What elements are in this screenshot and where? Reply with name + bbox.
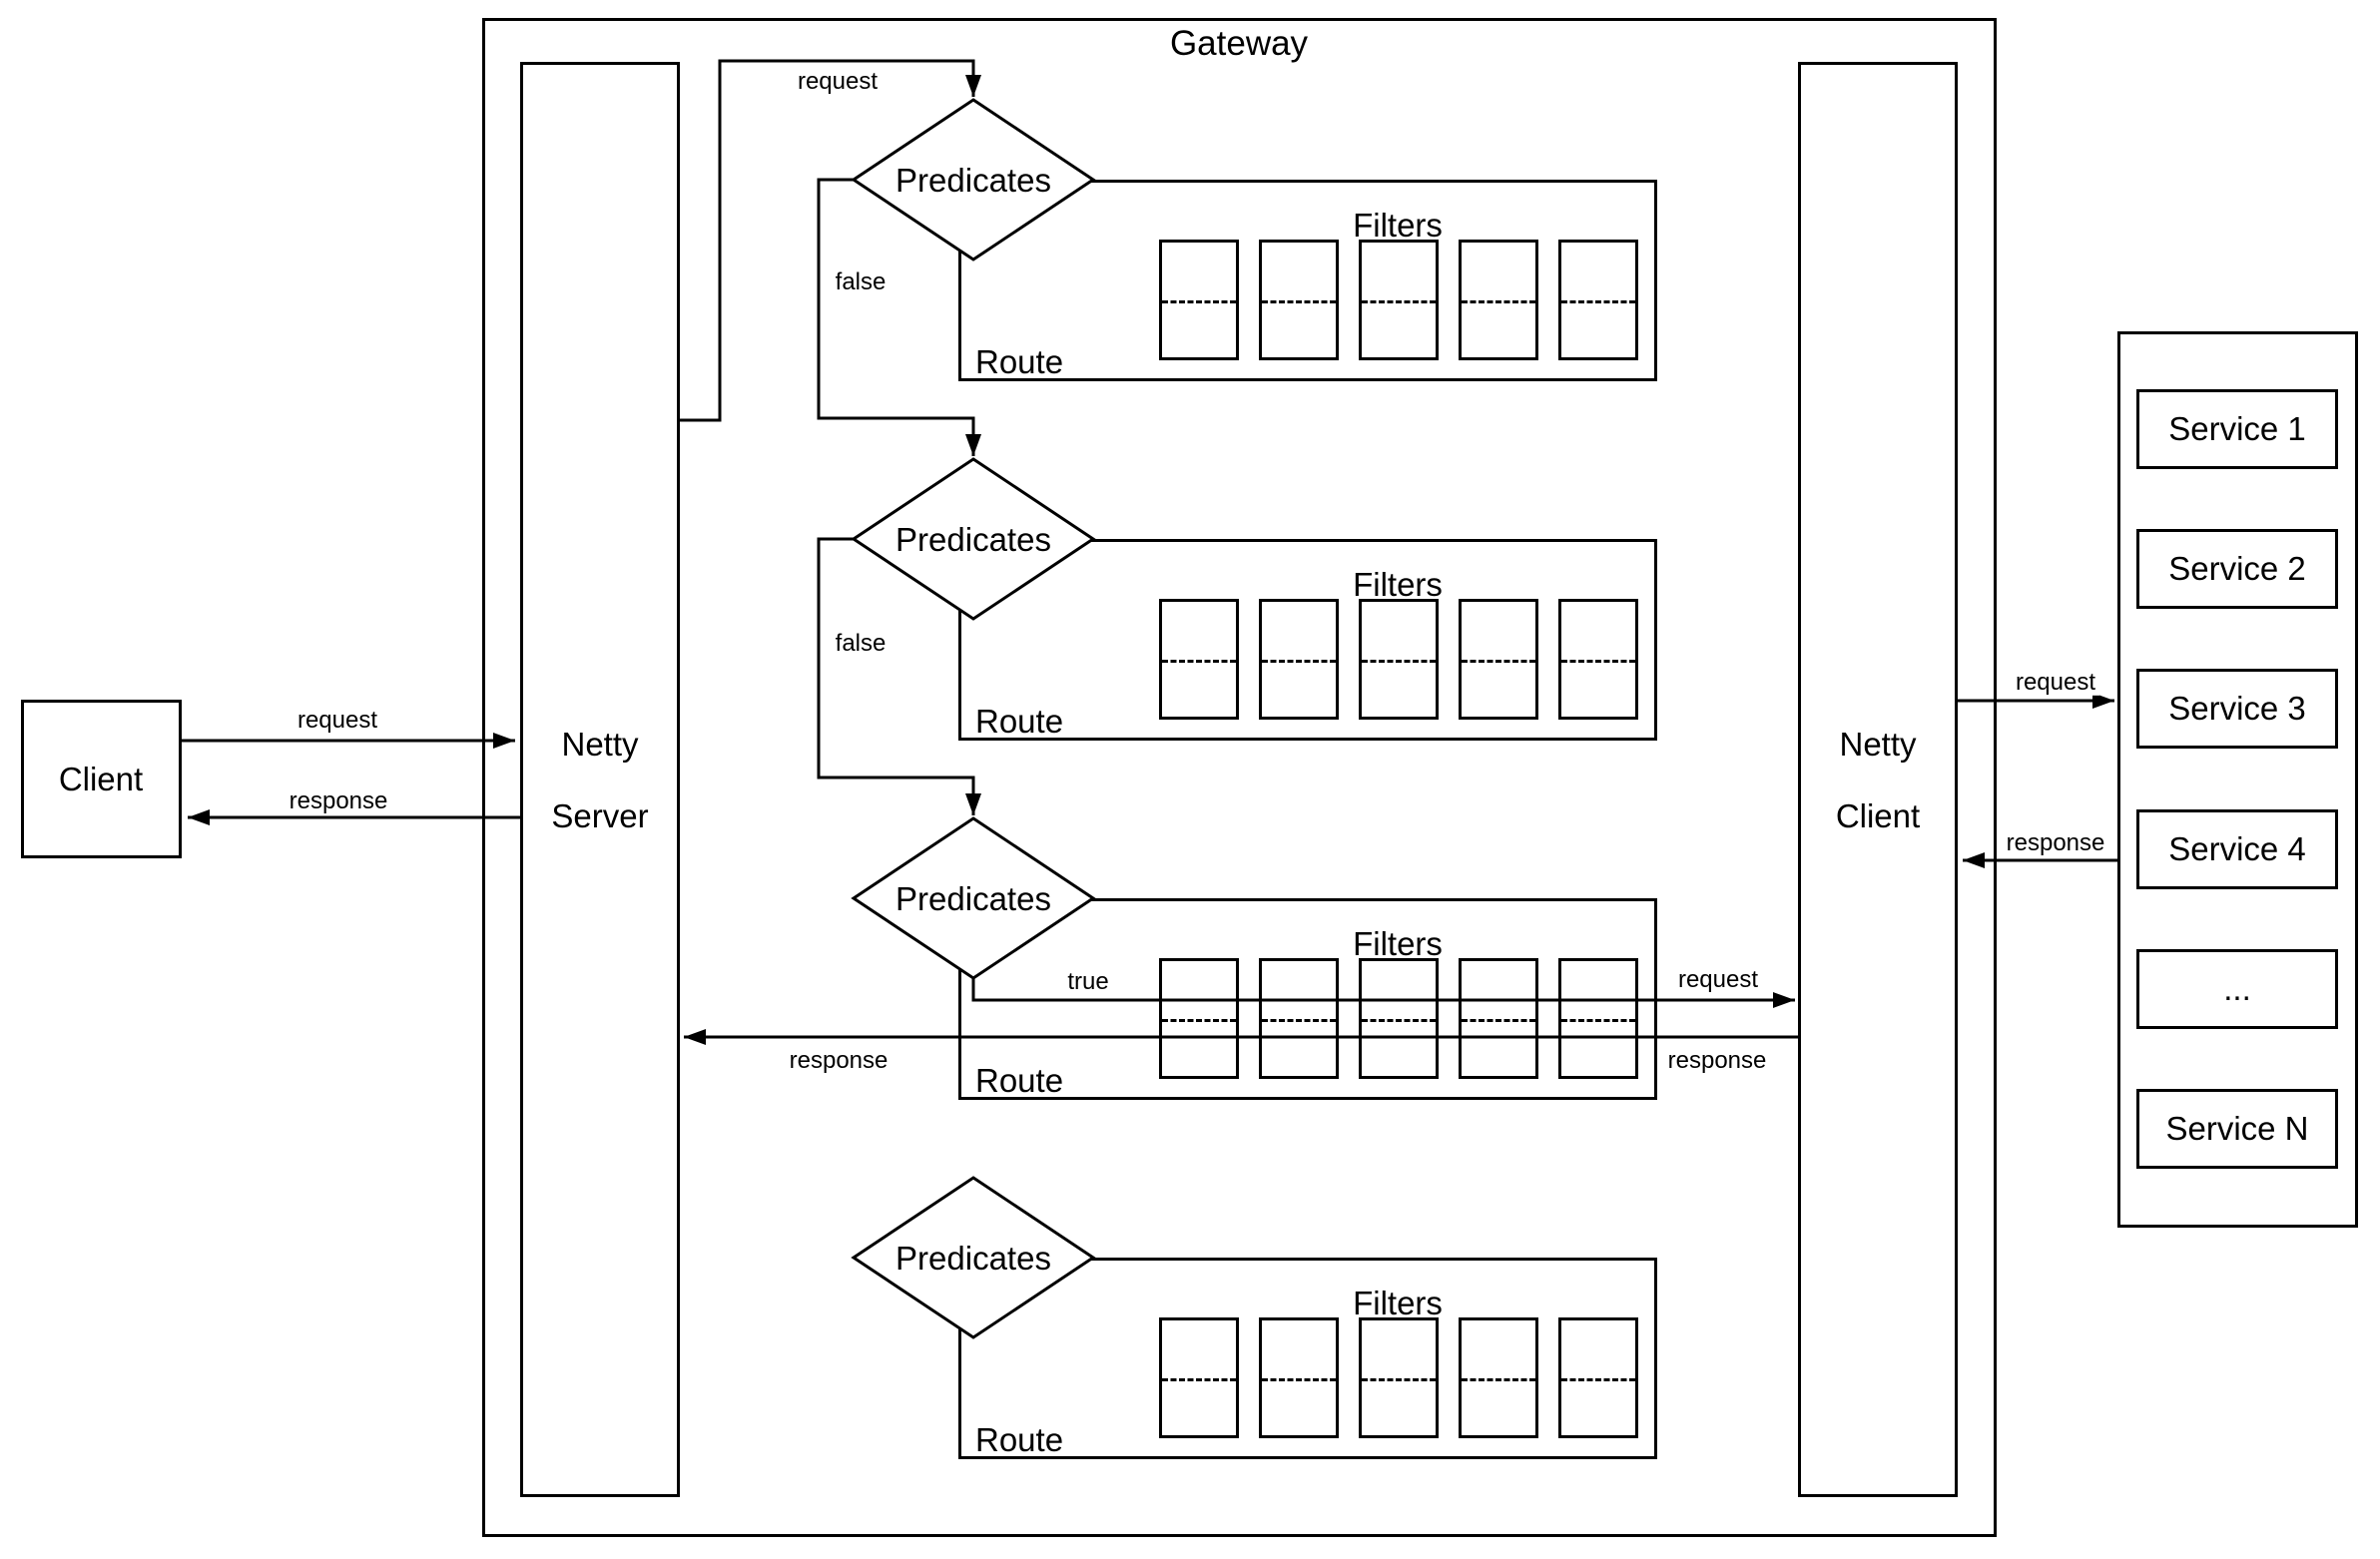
filter-box bbox=[1558, 1317, 1638, 1438]
filter-divider bbox=[1362, 1018, 1436, 1022]
filter-box bbox=[1259, 240, 1339, 360]
netty-client-label-line1: Netty bbox=[1835, 726, 1921, 764]
client-response-label: response bbox=[285, 787, 392, 815]
filters-label: Filters bbox=[1353, 565, 1443, 603]
filter-box bbox=[1558, 240, 1638, 360]
filter-divider bbox=[1162, 1377, 1236, 1381]
filter-divider bbox=[1462, 1377, 1535, 1381]
filter-divider bbox=[1561, 299, 1635, 303]
predicates-label: Predicates bbox=[895, 879, 1051, 917]
filter-divider bbox=[1262, 1018, 1336, 1022]
filter-box bbox=[1159, 599, 1239, 720]
filter-divider bbox=[1162, 1018, 1236, 1022]
filter-divider bbox=[1262, 299, 1336, 303]
service-label: Service 2 bbox=[2164, 550, 2310, 588]
filter-box bbox=[1259, 1317, 1339, 1438]
filter-box bbox=[1359, 599, 1439, 720]
filter-box bbox=[1558, 958, 1638, 1079]
false-label-1: false bbox=[831, 268, 891, 296]
filter-divider bbox=[1162, 299, 1236, 303]
service-label: Service N bbox=[2161, 1110, 2313, 1148]
service-request-label: request bbox=[2011, 669, 2100, 697]
filters-label: Filters bbox=[1353, 1284, 1443, 1321]
filter-box bbox=[1459, 958, 1538, 1079]
false-label-2: false bbox=[831, 630, 891, 658]
client-request-label: request bbox=[293, 707, 382, 735]
filter-box bbox=[1459, 240, 1538, 360]
filter-box bbox=[1259, 958, 1339, 1079]
backend-request-label: request bbox=[1673, 966, 1763, 994]
filter-divider bbox=[1462, 1018, 1535, 1022]
filter-divider bbox=[1362, 1377, 1436, 1381]
filter-divider bbox=[1262, 659, 1336, 663]
filter-divider bbox=[1462, 299, 1535, 303]
gateway-title: Gateway bbox=[1165, 24, 1313, 64]
filter-box bbox=[1359, 240, 1439, 360]
route-label: Route bbox=[975, 1420, 1064, 1458]
filter-divider bbox=[1462, 659, 1535, 663]
true-label: true bbox=[1063, 968, 1113, 996]
netty-server-label-line1: Netty bbox=[557, 726, 643, 764]
filters-label: Filters bbox=[1353, 206, 1443, 244]
filter-box bbox=[1558, 599, 1638, 720]
service-box bbox=[2136, 949, 2338, 1029]
filter-divider bbox=[1262, 1377, 1336, 1381]
filter-divider bbox=[1362, 659, 1436, 663]
filter-box bbox=[1359, 1317, 1439, 1438]
filter-divider bbox=[1162, 659, 1236, 663]
netty-client-label-line2: Client bbox=[1831, 797, 1925, 835]
client-label: Client bbox=[54, 761, 148, 798]
route-label: Route bbox=[975, 342, 1064, 380]
service-label: Service 4 bbox=[2164, 830, 2310, 868]
route-label: Route bbox=[975, 1061, 1064, 1099]
filter-box bbox=[1159, 240, 1239, 360]
service-response-label: response bbox=[2002, 829, 2109, 857]
backend-response-label-left: response bbox=[785, 1047, 892, 1075]
filter-box bbox=[1359, 958, 1439, 1079]
filter-divider bbox=[1561, 1018, 1635, 1022]
filter-box bbox=[1459, 599, 1538, 720]
predicates-label: Predicates bbox=[895, 520, 1051, 558]
filter-box bbox=[1159, 958, 1239, 1079]
filter-divider bbox=[1561, 659, 1635, 663]
filter-divider bbox=[1561, 1377, 1635, 1381]
predicates-label: Predicates bbox=[895, 161, 1051, 199]
netty-server-box bbox=[520, 62, 680, 1497]
backend-response-label-right: response bbox=[1663, 1047, 1771, 1075]
filter-divider bbox=[1362, 299, 1436, 303]
service-label: ... bbox=[2219, 970, 2255, 1008]
services-panel bbox=[2117, 331, 2358, 1228]
filter-box bbox=[1459, 1317, 1538, 1438]
filters-label: Filters bbox=[1353, 924, 1443, 962]
route-label: Route bbox=[975, 702, 1064, 740]
netty-client-box bbox=[1798, 62, 1958, 1497]
predicates-label: Predicates bbox=[895, 1239, 1051, 1277]
filter-box bbox=[1159, 1317, 1239, 1438]
filter-box bbox=[1259, 599, 1339, 720]
service-label: Service 1 bbox=[2164, 410, 2310, 448]
netty-server-label-line2: Server bbox=[547, 797, 653, 835]
service-label: Service 3 bbox=[2164, 690, 2310, 728]
gateway-request-label: request bbox=[793, 68, 883, 96]
